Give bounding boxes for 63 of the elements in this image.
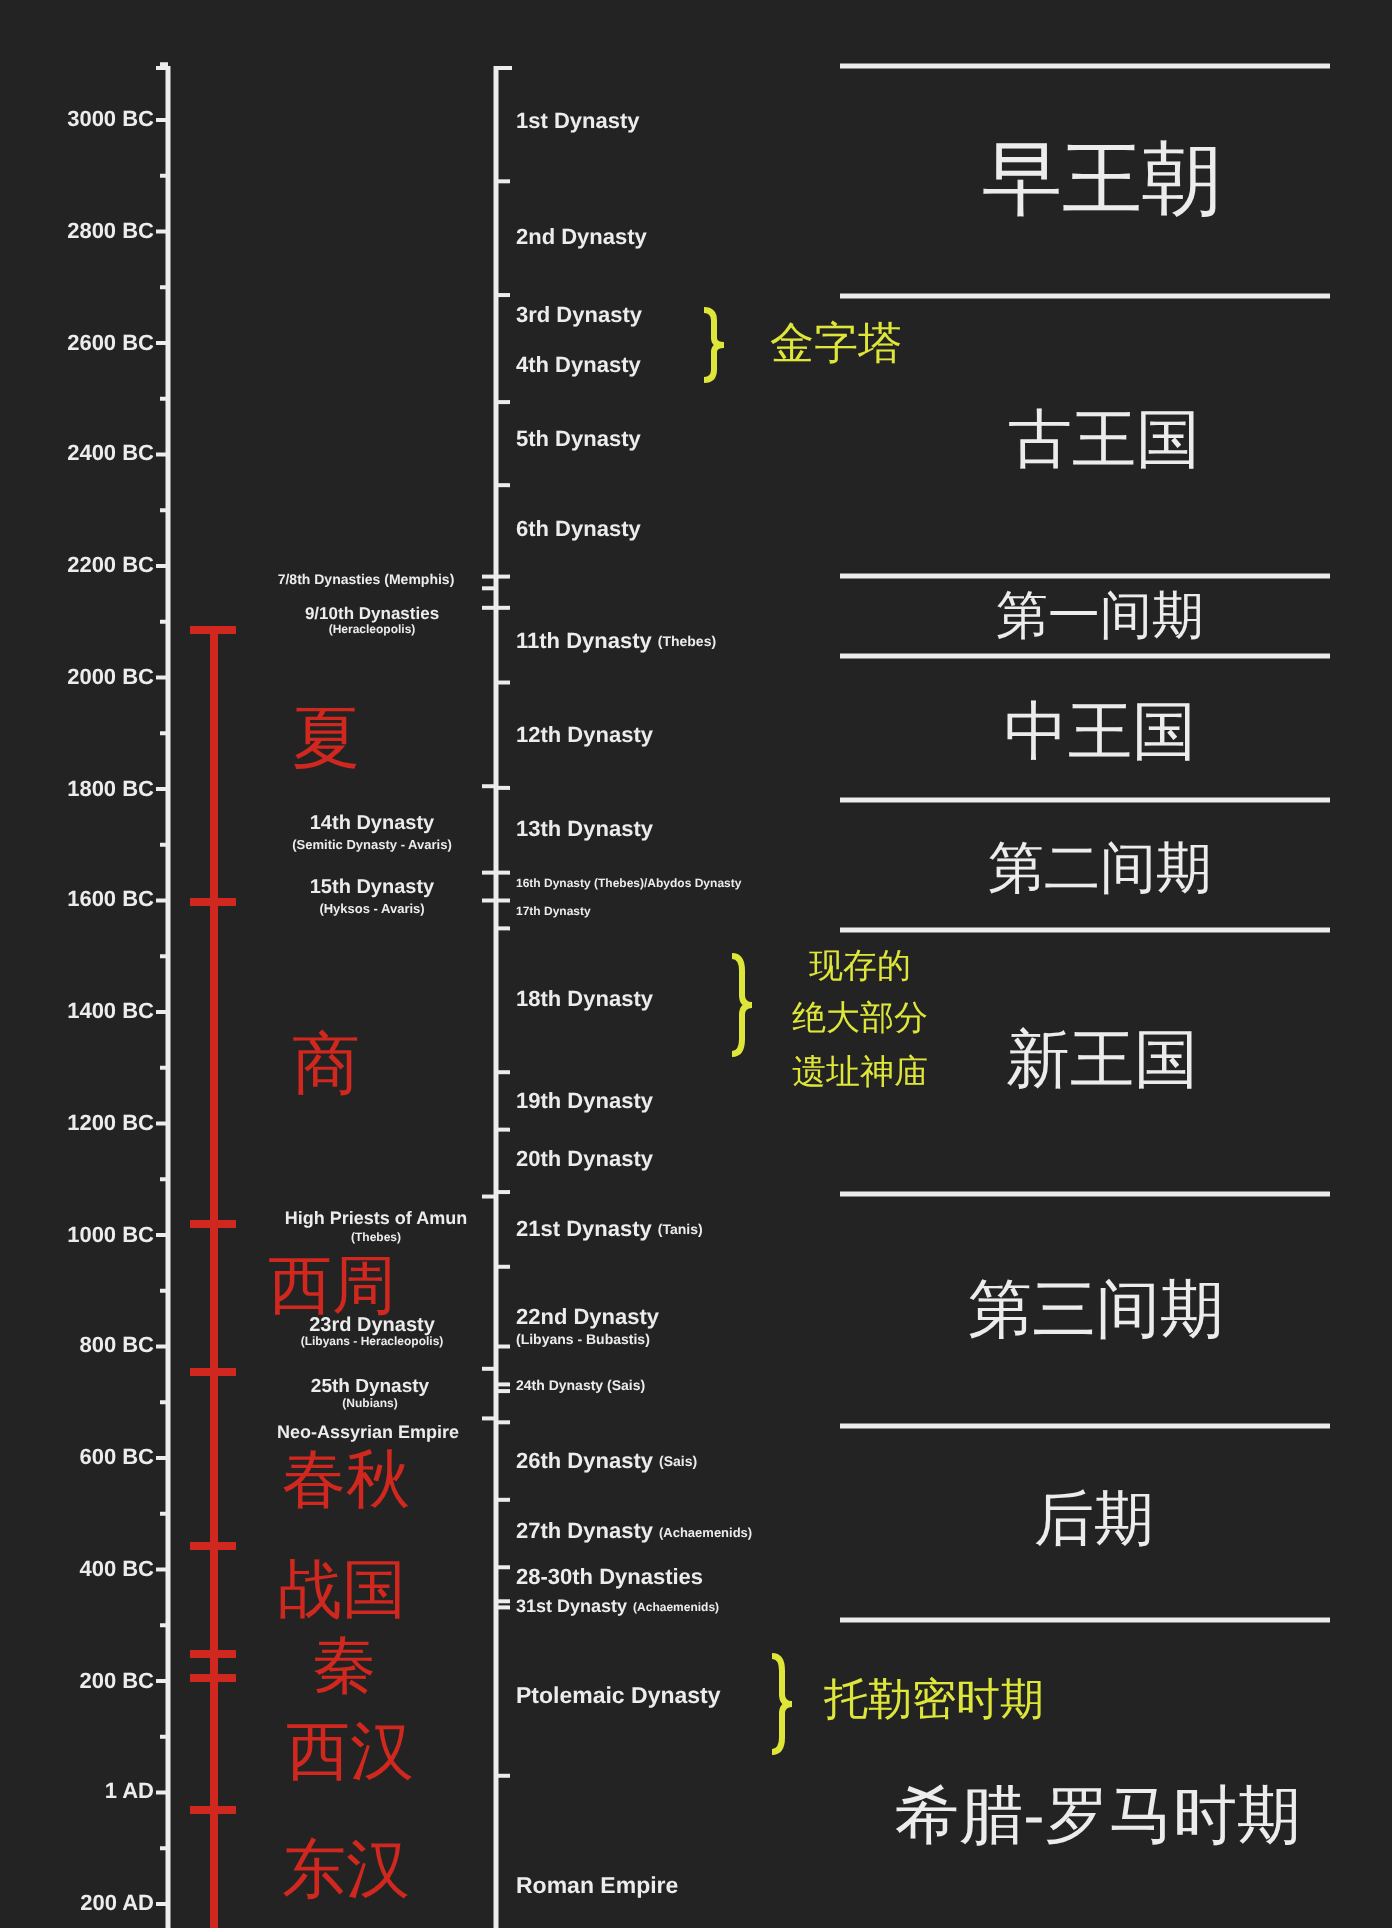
chinese-dynasty-label: 西汉 (286, 1716, 414, 1788)
tick-label: 400 BC (79, 1557, 154, 1582)
tick-label: 1800 BC (67, 776, 154, 802)
dynasty-label: 31st Dynasty (516, 1598, 628, 1618)
tick-label: 1 AD (104, 1780, 154, 1805)
note-label: 托勒密时期 (824, 1675, 1044, 1725)
period-label: 第三间期 (968, 1274, 1224, 1346)
dynasty-label: Neo-Assyrian Empire (276, 1424, 460, 1444)
chinese-dynasty-label: 夏 (292, 702, 360, 778)
dynasty-label: 13th Dynasty (516, 817, 653, 843)
tick-label: 1600 BC (67, 888, 154, 913)
dynasty-label: 22nd Dynasty (516, 1305, 660, 1331)
dynasty-label: 2nd Dynasty (516, 225, 647, 251)
dynasty-label: 26th Dynasty (516, 1449, 653, 1475)
chinese-dynasty-label: 商 (292, 1028, 360, 1104)
dynasty-label: 20th Dynasty (516, 1147, 653, 1173)
dynasty-label: 19th Dynasty (516, 1089, 653, 1115)
dynasty-label: 14th Dynasty (309, 813, 435, 835)
dynasty-label: 18th Dynasty (516, 987, 653, 1013)
dynasty-label: 23rd Dynasty (309, 1315, 435, 1337)
chinese-dynasty-label: 东汉 (282, 1834, 410, 1906)
period-label: 早王朝 (982, 136, 1222, 224)
period-label: 希腊-罗马时期 (895, 1780, 1301, 1852)
tick-label: 600 BC (79, 1445, 154, 1471)
tick-label: 1200 BC (67, 1111, 154, 1136)
tick-label: 2200 BC (67, 553, 154, 579)
chinese-dynasty-label: 秦 (312, 1630, 376, 1702)
tick-label: 2400 BC (67, 442, 154, 467)
dynasty-label: 4th Dynasty (516, 353, 641, 379)
tick-label: 200 BC (79, 1668, 154, 1694)
note-label: 金字塔 (770, 319, 902, 369)
period-label: 中王国 (1004, 696, 1196, 768)
dynasty-label: 5th Dynasty (516, 427, 641, 453)
dynasty-label: 12th Dynasty (516, 723, 653, 749)
dynasty-label: 9/10th Dynasties (304, 604, 440, 624)
tick-label: 1400 BC (67, 999, 154, 1025)
tick-label: 2800 BC (67, 219, 154, 244)
dynasty-label: High Priests of Amun (284, 1210, 468, 1230)
period-label: 后期 (1034, 1487, 1154, 1553)
dynasty-label: 25th Dynasty (310, 1377, 430, 1398)
dynasty-label: 21st Dynasty (516, 1217, 652, 1243)
tick-label: 1000 BC (67, 1222, 154, 1248)
chinese-dynasty-label: 战国 (278, 1554, 406, 1626)
dynasty-label: Ptolemaic Dynasty (516, 1685, 721, 1711)
tick-label: 3000 BC (67, 107, 154, 133)
dynasty-label: 15th Dynasty (309, 877, 435, 899)
tick-label: 200 AD (80, 1891, 154, 1917)
tick-label: 800 BC (79, 1334, 154, 1359)
tick-label: 2000 BC (67, 665, 154, 690)
tick-label: 2600 BC (67, 330, 154, 356)
period-label: 古王国 (1008, 404, 1200, 476)
dynasty-label: Roman Empire (516, 1875, 679, 1901)
dynasty-label: 28-30th Dynasties (516, 1565, 704, 1591)
period-label: 新王国 (1006, 1024, 1198, 1096)
period-label: 第一间期 (996, 587, 1204, 645)
dynasty-label: 27th Dynasty (516, 1519, 653, 1545)
dynasty-label: 3rd Dynasty (516, 303, 642, 329)
dynasty-label: 1st Dynasty (516, 109, 640, 135)
period-label: 第二间期 (988, 839, 1212, 901)
dynasty-label: 11th Dynasty (516, 629, 652, 655)
chinese-dynasty-label: 春秋 (282, 1444, 410, 1516)
dynasty-label: 6th Dynasty (516, 517, 641, 543)
note-label: 现存的绝大部分遗址神庙 (792, 944, 928, 1095)
